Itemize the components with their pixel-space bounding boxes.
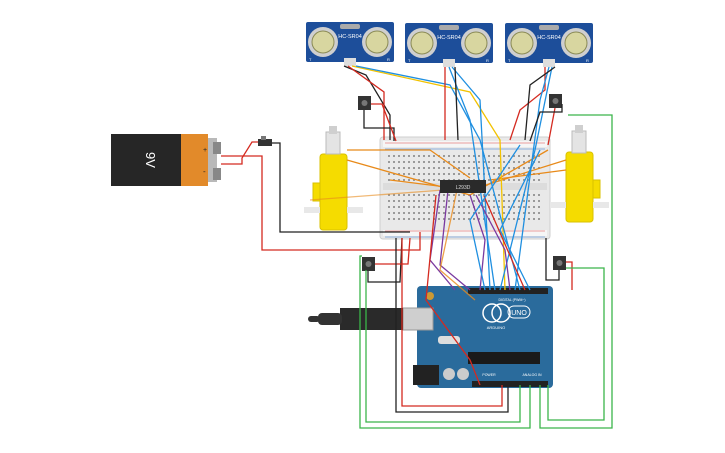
ultrasonic-sensor-1[interactable]: HC-SR04 T R: [306, 22, 394, 66]
sensor-1-t: T: [309, 57, 312, 62]
dc-motor-left[interactable]: [304, 126, 363, 231]
driver-ic-label: L293D: [456, 185, 471, 191]
pushbutton-2[interactable]: [549, 94, 562, 108]
pushbutton-1[interactable]: [358, 96, 371, 110]
sensor-2-label: HC-SR04: [437, 35, 461, 41]
arduino-uno[interactable]: ARDUINO UNO DIGITAL (PWM~) POWER ANALOG …: [402, 286, 553, 388]
ultrasonic-sensor-2[interactable]: HC-SR04 T R: [405, 23, 493, 67]
sensor-3-t: T: [508, 58, 511, 63]
battery-9v[interactable]: 9V + -: [111, 134, 221, 186]
pushbutton-4[interactable]: [553, 256, 566, 270]
sensor-1-label: HC-SR04: [338, 34, 362, 40]
sensor-3-label: HC-SR04: [537, 35, 561, 41]
sensor-3-r: R: [586, 58, 589, 63]
sensor-2-r: R: [486, 58, 489, 63]
pushbutton-3[interactable]: [362, 257, 375, 271]
battery-plus: +: [203, 147, 207, 154]
slide-switch[interactable]: [258, 136, 272, 146]
arduino-brand: ARDUINO: [487, 325, 505, 330]
battery-minus: -: [203, 167, 206, 176]
motor-driver-ic[interactable]: L293D: [440, 180, 486, 193]
ultrasonic-sensor-3[interactable]: HC-SR04 T R: [505, 23, 593, 67]
arduino-analog-label: ANALOG IN: [522, 373, 542, 377]
usb-cable[interactable]: [308, 308, 403, 330]
sensor-1-r: R: [387, 57, 390, 62]
arduino-digital-label: DIGITAL (PWM~): [498, 298, 525, 302]
sensor-2-t: T: [408, 58, 411, 63]
battery-label: 9V: [143, 152, 158, 168]
dc-motor-right[interactable]: [550, 125, 609, 223]
wires: [221, 65, 613, 429]
arduino-board-label: UNO: [511, 310, 527, 317]
arduino-power-label: POWER: [482, 373, 496, 377]
